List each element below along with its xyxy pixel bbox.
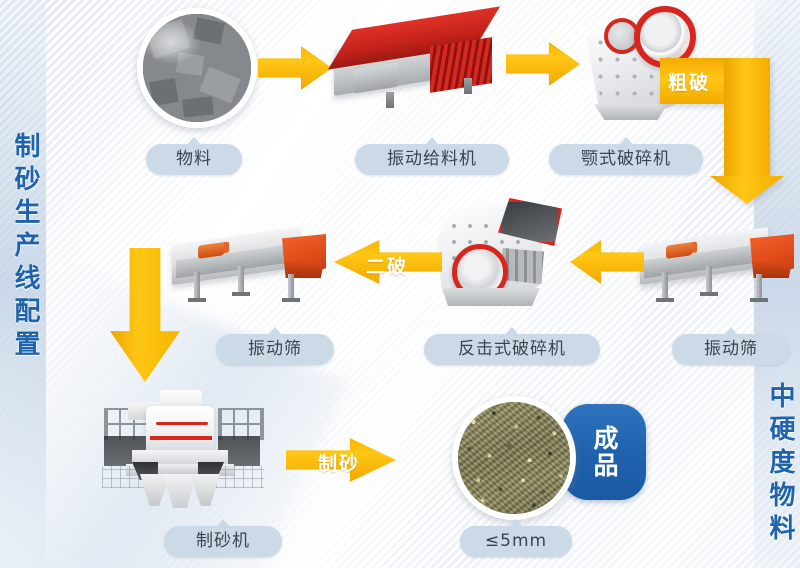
- arrow-feeder-to-jaw: [506, 42, 580, 86]
- sand-photo: [452, 396, 576, 520]
- right-vertical-title: 中硬度物料: [765, 382, 795, 547]
- label-jaw-crusher: 颚式破碎机: [549, 137, 703, 175]
- left-vertical-title: 制砂生产线配置: [10, 132, 40, 363]
- sand-maker-icon: [102, 388, 264, 512]
- finished-product-badge-label: 成品: [590, 425, 619, 479]
- vibrating-feeder-icon: [327, 6, 504, 116]
- label-finished-size: ≤5mm: [460, 519, 572, 557]
- sand-photo-fill: [458, 402, 570, 514]
- impact-crusher-icon: [430, 192, 570, 318]
- label-vibrating-screen-left: 振动筛: [216, 327, 334, 365]
- arrow-screen-to-sandmaker: [110, 248, 180, 382]
- rock-photo: [137, 8, 257, 128]
- sand-maker-railing-right: [218, 408, 264, 440]
- finished-product-badge: 成品: [562, 404, 646, 500]
- label-vibrating-screen-right: 振动筛: [672, 327, 790, 365]
- arrow-label-coarse-crush: 粗破: [668, 72, 711, 94]
- arrow-label-second-crush: 二破: [366, 256, 409, 278]
- arrow-material-to-feeder: [258, 46, 332, 90]
- label-material: 物料: [146, 137, 242, 175]
- vibrating-screen-icon-right: [640, 218, 800, 328]
- arrow-screen-to-impact: [570, 240, 644, 284]
- label-sand-maker: 制砂机: [164, 519, 282, 557]
- vibrating-screen-icon-left: [172, 218, 332, 328]
- rock-photo-fill: [143, 14, 251, 122]
- label-impact-crusher: 反击式破碎机: [424, 327, 600, 365]
- arrow-label-sand-making: 制砂: [318, 453, 361, 475]
- left-sidebar-panel: 制砂生产线配置: [0, 0, 46, 568]
- label-vibrating-feeder: 振动给料机: [355, 137, 509, 175]
